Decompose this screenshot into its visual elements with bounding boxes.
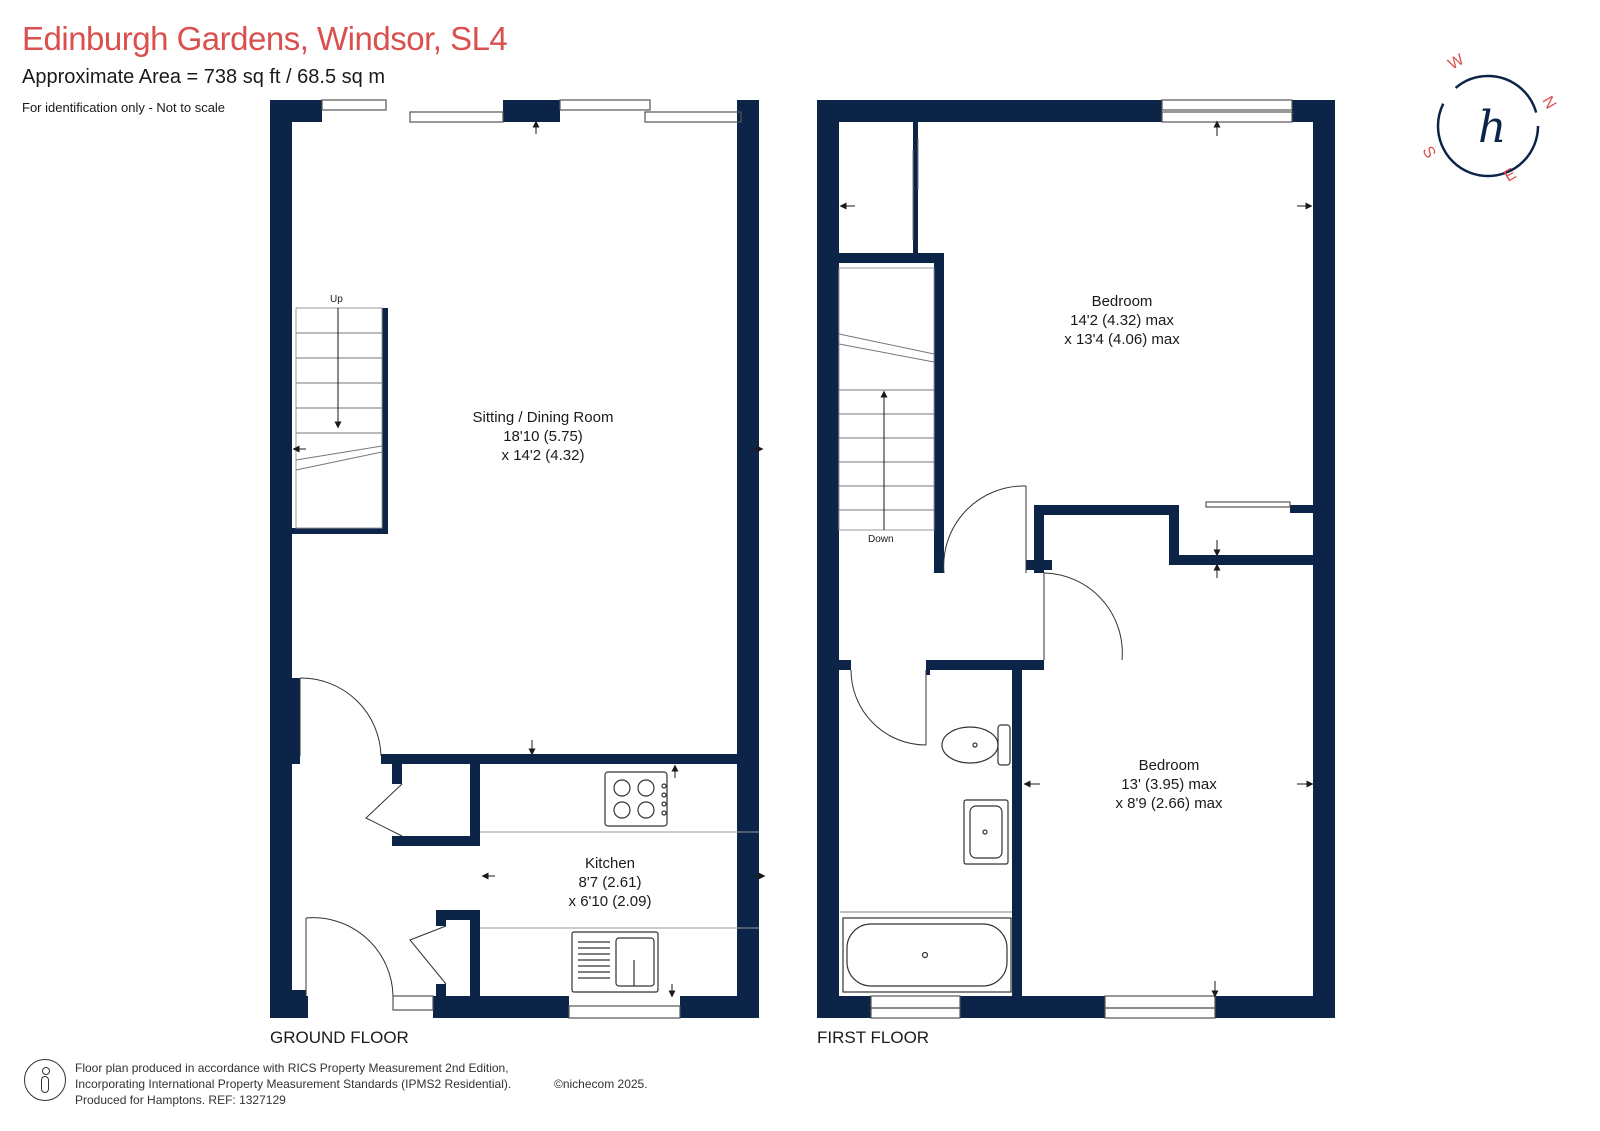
toilet-icon <box>941 724 1011 766</box>
footer-line2: Incorporating International Property Mea… <box>75 1077 512 1091</box>
ff-doors <box>850 138 1123 746</box>
sitting-room-dim1: 18'10 (5.75) <box>503 428 583 445</box>
gf-windows <box>321 99 742 1019</box>
gf-cupboard2-jamb <box>436 910 446 926</box>
gf-bottom-wall-b <box>433 996 569 1018</box>
gf-cupboard2-jamb2 <box>436 984 446 996</box>
disclaimer-note: For identification only - Not to scale <box>22 100 226 115</box>
compass-logo-letter: h <box>1478 102 1506 153</box>
gf-dimension-arrows <box>292 120 766 998</box>
footer-text: Floor plan produced in accordance with R… <box>75 1060 511 1108</box>
ff-bath-right-wall <box>1012 660 1022 996</box>
sitting-room-dim2: x 14'2 (4.32) <box>502 447 585 464</box>
ff-top-wall-a <box>817 100 1162 122</box>
gf-top-wall-a <box>270 100 322 122</box>
washbasin-icon <box>963 799 1009 865</box>
bedroom2-dim1: 13' (3.95) max <box>1121 776 1217 793</box>
gf-staircase <box>295 307 383 529</box>
gf-cupboard-jamb <box>392 764 402 784</box>
ground-floor-label: GROUND FLOOR <box>270 1028 409 1047</box>
gf-right-wall <box>737 100 759 1018</box>
gf-doors <box>299 677 447 997</box>
first-floor-plan <box>817 100 1335 1018</box>
gf-left-wall <box>270 100 292 1018</box>
footer-line3: Produced for Hamptons. REF: 1327129 <box>75 1093 286 1107</box>
kitchen-dim1: 8'7 (2.61) <box>579 874 642 891</box>
compass-south: S <box>1419 144 1439 162</box>
ff-bottom-wall-b <box>960 996 1105 1018</box>
kitchen-dim2: x 6'10 (2.09) <box>569 893 652 910</box>
ff-left-wall <box>817 100 839 1018</box>
ff-bath-top-a <box>839 660 851 670</box>
bedroom2-name: Bedroom <box>1139 757 1200 774</box>
gf-top-wall-c <box>741 100 759 122</box>
page-title: Edinburgh Gardens, Windsor, SL4 <box>22 20 508 57</box>
compass-west: W <box>1446 51 1468 74</box>
ff-partition-right <box>1290 505 1313 513</box>
ff-stair-wall <box>934 253 944 573</box>
gf-cupboard-wall <box>470 754 480 846</box>
gf-bottom-wall-a <box>270 996 308 1018</box>
compass-icon: h W N E S <box>1419 51 1560 186</box>
gf-stair-side-wall <box>382 308 388 534</box>
gf-cupboard2-top <box>436 910 480 920</box>
kitchen-name: Kitchen <box>585 855 635 872</box>
gf-cupboard2-wall <box>470 910 480 996</box>
sitting-room-name: Sitting / Dining Room <box>473 409 614 426</box>
ff-dimension-arrows <box>839 120 1314 998</box>
kitchen-sink-icon <box>571 931 659 993</box>
ff-landing-top-wall <box>839 253 934 263</box>
approximate-area: Approximate Area = 738 sq ft / 68.5 sq m <box>22 66 385 88</box>
ff-door-stop <box>1026 560 1052 570</box>
ff-cupboard-wall <box>913 122 918 257</box>
ff-partition-left <box>1034 505 1044 573</box>
gf-door-jamb2 <box>292 990 306 996</box>
compass-north: N <box>1539 94 1560 113</box>
ff-stairs-down-label: Down <box>868 534 894 545</box>
bedroom2-dim2: x 8'9 (2.66) max <box>1115 795 1223 812</box>
hob-icon <box>604 771 668 827</box>
info-person-icon <box>24 1059 66 1101</box>
ff-right-wall <box>1313 100 1335 1018</box>
bedroom1-dim2: x 13'4 (4.06) max <box>1064 331 1180 348</box>
bathtub-icon <box>840 911 1012 993</box>
gf-door-jamb <box>292 678 300 764</box>
ground-floor-plan <box>270 100 759 1018</box>
ff-top-wall-b <box>1292 100 1335 122</box>
ff-bed2-top-wall <box>1169 555 1313 565</box>
ff-bath-jamb <box>926 660 930 675</box>
bedroom1-name: Bedroom <box>1092 293 1153 310</box>
gf-bottom-wall-c <box>680 996 759 1018</box>
footer-line1: Floor plan produced in accordance with R… <box>75 1061 509 1075</box>
copyright-text: ©nichecom 2025. <box>554 1077 648 1091</box>
ff-windows <box>870 99 1293 1019</box>
first-floor-label: FIRST FLOOR <box>817 1028 930 1047</box>
ff-bath-top-b <box>926 660 1044 670</box>
ff-bottom-wall-c <box>1215 996 1335 1018</box>
ff-partition-top <box>1034 505 1169 515</box>
ff-staircase <box>838 267 935 531</box>
bedroom1-dim1: 14'2 (4.32) max <box>1070 312 1174 329</box>
gf-stair-bottom-wall <box>292 528 388 534</box>
gf-kitchen-top-wall <box>381 754 759 764</box>
gf-cupboard-bottom <box>392 836 480 846</box>
ff-partition-mid <box>1169 505 1179 565</box>
gf-stairs-up-label: Up <box>330 294 343 305</box>
gf-top-wall-b <box>503 100 560 122</box>
ff-bottom-wall-a <box>817 996 871 1018</box>
